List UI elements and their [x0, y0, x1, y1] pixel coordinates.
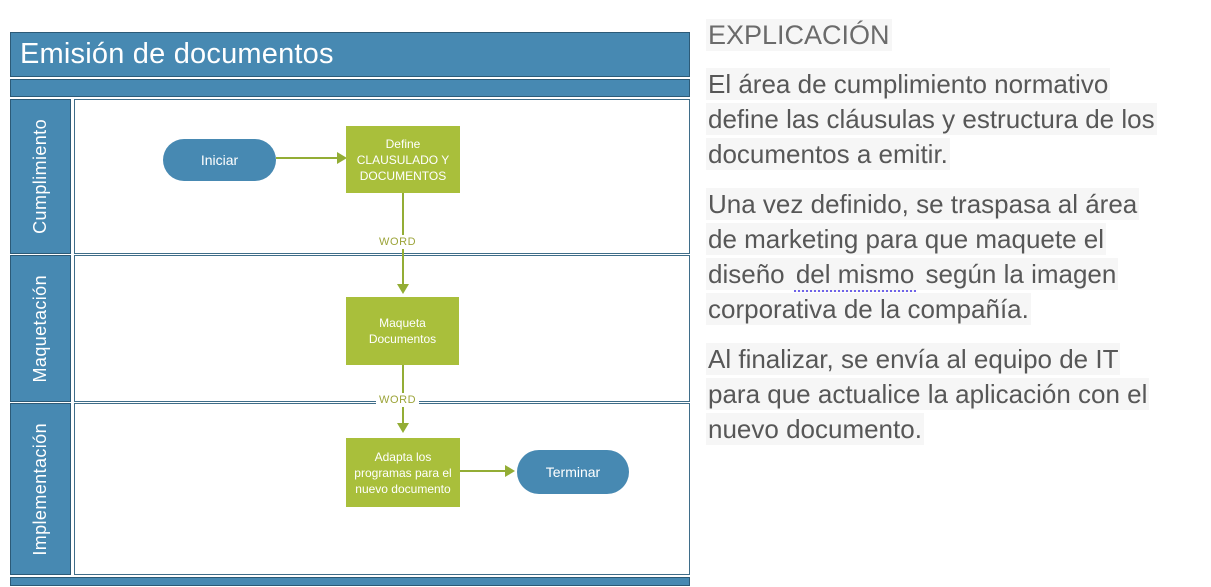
lane-label-text: Cumplimiento: [30, 119, 50, 234]
arrowhead-right-icon: [505, 465, 515, 477]
connector-start-to-define: [276, 157, 338, 159]
flow-node-adapta-programas: Adapta los programas para el nuevo docum…: [346, 438, 460, 507]
lane-label-maquetacion: Maquetación: [10, 255, 71, 402]
diagram-phase-band: [10, 79, 690, 97]
flow-node-maqueta-documentos: Maqueta Documentos: [346, 297, 459, 365]
explanation-heading-text: EXPLICACIÓN: [706, 19, 892, 51]
arrowhead-down-icon: [397, 284, 409, 294]
explanation-paragraph-1: El área de cumplimiento normativo define…: [706, 67, 1211, 172]
diagram-title: Emisión de documentos: [20, 38, 334, 70]
lane-label-implementacion: Implementación: [10, 403, 71, 575]
flow-node-define-clausulado: Define CLAUSULADO Y DOCUMENTOS: [346, 126, 460, 193]
arrowhead-down-icon: [397, 423, 409, 433]
diagram-bottom-bar: [10, 577, 690, 586]
lane-label-text: Maquetación: [30, 274, 50, 383]
lane-label-text: Implementación: [30, 422, 50, 556]
grammar-underlined-text: del mismo: [793, 258, 917, 292]
flow-node-start: Iniciar: [163, 139, 276, 181]
connector-adapta-to-end: [460, 470, 506, 472]
connector-label-word-1: WORD: [376, 235, 420, 249]
explanation-paragraph-2: Una vez definido, se traspasa al área de…: [706, 187, 1211, 327]
connector-label-word-2: WORD: [376, 393, 420, 407]
explanation-heading: EXPLICACIÓN: [706, 19, 1211, 51]
diagram-title-bar: Emisión de documentos: [10, 32, 690, 77]
arrowhead-right-icon: [337, 152, 347, 164]
paragraph-text: Al finalizar, se envía al equipo de IT p…: [706, 343, 1150, 445]
flow-node-end: Terminar: [517, 450, 629, 494]
explanation-panel: EXPLICACIÓN El área de cumplimiento norm…: [706, 19, 1211, 462]
paragraph-text: El área de cumplimiento normativo define…: [706, 68, 1157, 170]
lane-label-cumplimiento: Cumplimiento: [10, 99, 71, 254]
explanation-paragraph-3: Al finalizar, se envía al equipo de IT p…: [706, 342, 1211, 447]
